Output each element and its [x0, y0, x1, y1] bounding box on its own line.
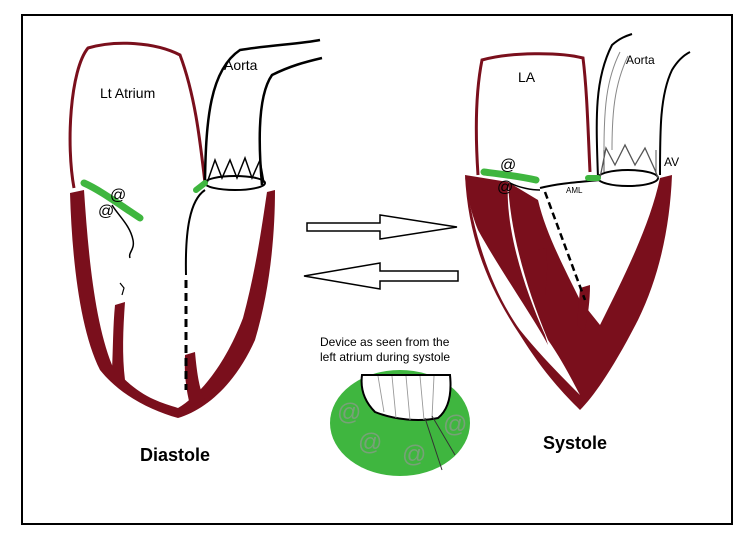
leaflet-label: AML: [566, 186, 583, 195]
chordae: [119, 282, 125, 296]
device-inset: Device as seen from the left atrium duri…: [320, 335, 470, 476]
aorta-wall-inner: [258, 56, 323, 186]
device-anchor-mark: @: [337, 399, 361, 426]
left-ventricle-outer: [465, 175, 672, 410]
papillary-muscle: [537, 248, 548, 295]
annular-device-aortic-end: [193, 180, 208, 193]
inset-note-line2: left atrium during systole: [320, 350, 450, 364]
diastole-heart: @ @ Lt Atrium Aorta Diastole: [68, 38, 323, 465]
device-anchor-mark: @: [402, 441, 426, 468]
commissure-lines: [424, 415, 456, 471]
device-anchor-mark: @: [98, 203, 114, 220]
aortic-valve-ring: [204, 175, 266, 191]
aorta-label: Aorta: [224, 57, 258, 73]
papillary-muscle: [577, 285, 590, 332]
left-atrium-wall: [474, 52, 592, 176]
systole-caption: Systole: [543, 433, 607, 453]
aorta-wall-outer: [595, 33, 633, 179]
mitral-leaflet: [111, 204, 135, 259]
device-anchor-mark: @: [110, 187, 126, 204]
left-ventricle-wall: [465, 175, 548, 345]
aortic-valve-label: AV: [664, 155, 679, 169]
device-anchor-mark: @: [443, 411, 467, 438]
left-ventricle-wall: [70, 190, 275, 418]
left-atrium-label: LA: [518, 69, 536, 85]
valve-chordae-lines: [377, 375, 435, 421]
inset-note-line1: Device as seen from the: [320, 335, 450, 349]
posterior-leaflet: [509, 182, 541, 191]
aortic-valve-struts: [599, 143, 659, 179]
left-atrium-wall: [68, 41, 207, 189]
right-arrow-icon: [306, 214, 458, 240]
left-atrium-label: Lt Atrium: [100, 85, 155, 101]
aorta-label: Aorta: [626, 53, 655, 67]
aortic-valve-cage: [603, 150, 657, 172]
aorta-wall-inner: [659, 51, 691, 176]
transition-arrows: [303, 214, 459, 290]
aorta-shading: [603, 51, 629, 151]
septum-line: [184, 189, 206, 276]
aorta-wall-outer: [203, 38, 321, 181]
papillary-muscle: [112, 302, 125, 380]
annular-device: [80, 179, 144, 222]
left-arrow-icon: [303, 262, 459, 290]
systole-heart: @ @ LA Aorta AV AML Systole: [465, 33, 691, 453]
device-anchor-mark: @: [497, 179, 513, 196]
aortic-valve-struts: [206, 155, 265, 184]
device-anchor-mark: @: [500, 157, 516, 174]
aortic-valve-ring: [597, 169, 659, 187]
frame-border: [21, 14, 733, 525]
septum-base: [184, 352, 205, 405]
diastole-caption: Diastole: [140, 445, 210, 465]
septum-dashes: [543, 191, 587, 301]
annular-device: [480, 168, 540, 184]
device-anchor-mark: @: [358, 429, 382, 456]
